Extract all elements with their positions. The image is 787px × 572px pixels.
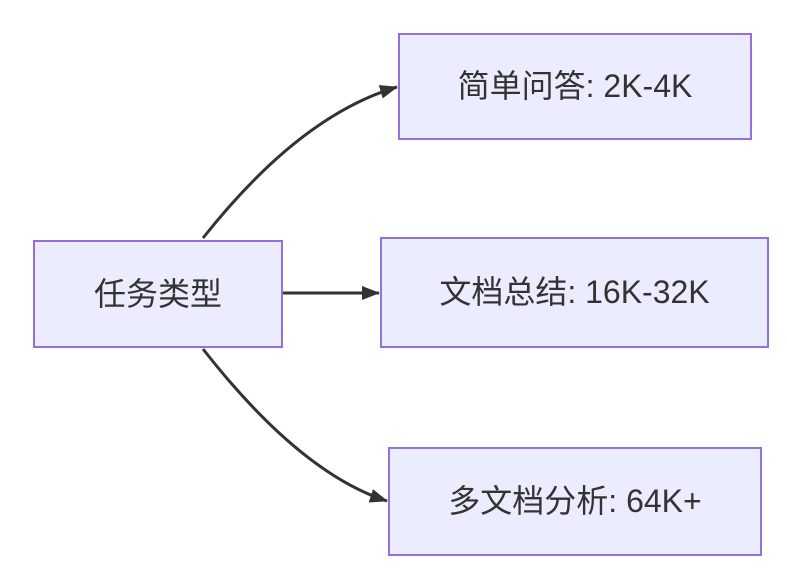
edge-root-to-simple-qa	[201, 85, 398, 239]
node-task-type: 任务类型	[33, 240, 283, 348]
node-multi-doc-label: 多文档分析: 64K+	[448, 483, 702, 520]
node-simple-qa-label: 简单问答: 2K-4K	[457, 68, 693, 105]
edge-root-to-multi-doc	[201, 348, 388, 503]
node-task-type-label: 任务类型	[93, 275, 222, 312]
node-doc-summary: 文档总结: 16K-32K	[380, 237, 769, 348]
node-simple-qa: 简单问答: 2K-4K	[398, 33, 752, 140]
node-doc-summary-label: 文档总结: 16K-32K	[439, 274, 710, 311]
node-multi-doc: 多文档分析: 64K+	[388, 447, 762, 556]
